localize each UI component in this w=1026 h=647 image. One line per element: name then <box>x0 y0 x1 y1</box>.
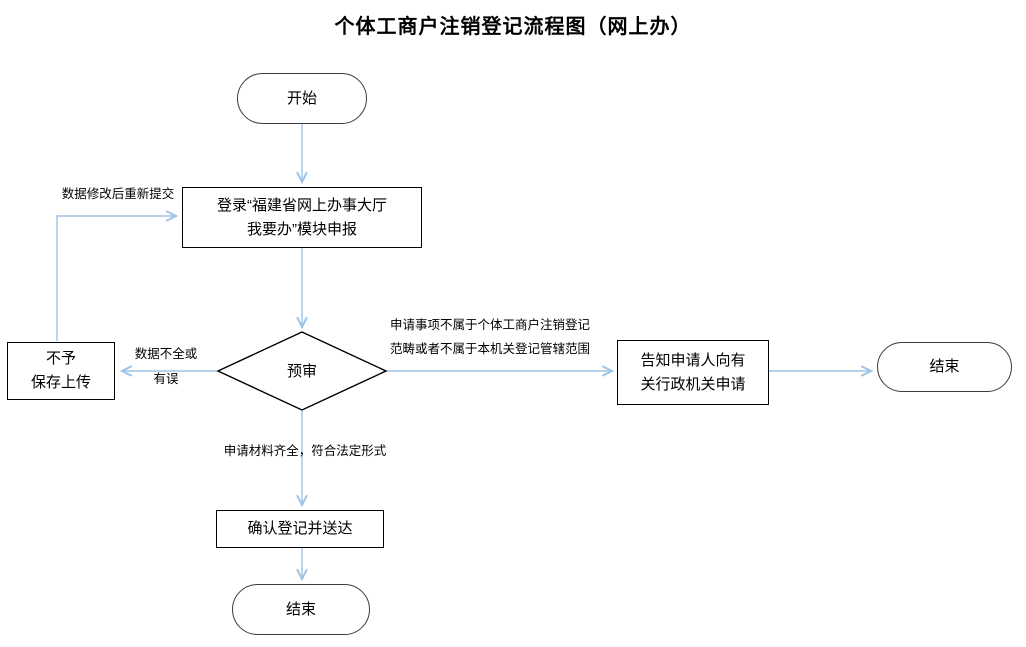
inform-applicant-node: 告知申请人向有 关行政机关申请 <box>617 340 769 405</box>
decision-diamond-shape <box>216 331 388 411</box>
flowchart-title: 个体工商户注销登记流程图（网上办） <box>334 16 692 38</box>
confirm-register-node: 确认登记并送达 <box>216 510 384 548</box>
edge-label-resubmit: 数据修改后重新提交 <box>61 187 175 201</box>
edge-label-not-belong-line1: 申请事项不属于个体工商户注销登记 <box>390 318 591 332</box>
confirm-node-label: 确认登记并送达 <box>247 520 353 537</box>
edge-label-incomplete-line2: 有误 <box>153 372 179 386</box>
end-bottom-node-label: 结束 <box>285 600 316 618</box>
edge-deny-login-feedback <box>56 216 176 341</box>
end-right-node: 结束 <box>877 342 1012 392</box>
login-process-node: 登录“福建省网上办事大厅 我要办”模块申报 <box>182 187 422 248</box>
edge-label-incomplete: 数据不全或 有误 <box>126 342 206 392</box>
inform-node-line1: 告知申请人向有 <box>640 351 746 369</box>
end-bottom-node: 结束 <box>232 584 370 635</box>
review-decision-label: 预审 <box>286 363 317 380</box>
edge-label-not-belong-line2: 范畴或者不属于本机关登记管辖范围 <box>390 342 591 356</box>
start-node-label: 开始 <box>286 89 317 107</box>
login-node-line1: 登录“福建省网上办事大厅 <box>217 196 387 214</box>
deny-save-node: 不予 保存上传 <box>7 342 115 400</box>
edge-label-not-belong: 申请事项不属于个体工商户注销登记 范畴或者不属于本机关登记管辖范围 <box>390 313 635 361</box>
inform-node-line2: 关行政机关申请 <box>640 375 746 393</box>
deny-node-line1: 不予 <box>45 350 76 367</box>
start-node: 开始 <box>237 73 367 124</box>
login-node-line2: 我要办”模块申报 <box>247 220 357 238</box>
end-right-node-label: 结束 <box>929 358 960 375</box>
edge-label-incomplete-line1: 数据不全或 <box>134 347 198 361</box>
edge-label-complete: 申请材料齐全，符合法定形式 <box>223 444 387 458</box>
deny-node-line2: 保存上传 <box>30 374 91 391</box>
